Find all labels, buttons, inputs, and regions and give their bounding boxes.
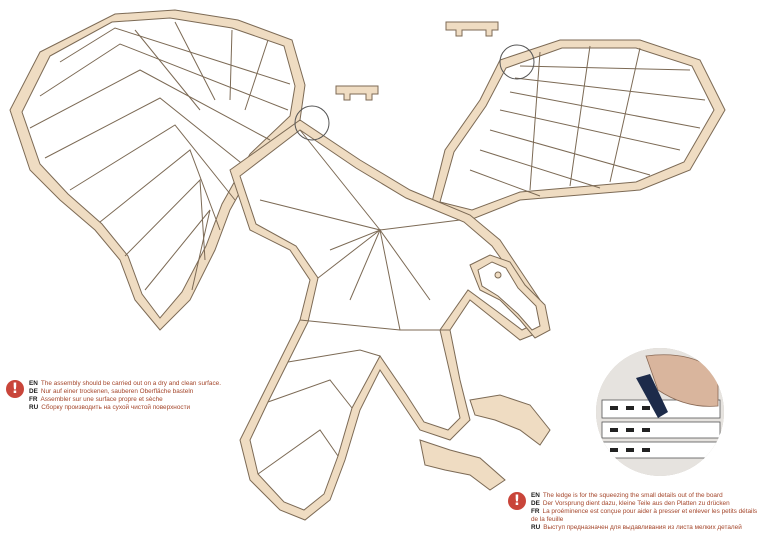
ledge-usage-photo	[596, 348, 724, 476]
exclamation-icon: !	[6, 380, 24, 398]
right-wing	[429, 39, 726, 221]
photo-illustration	[596, 348, 724, 476]
eagle-body	[229, 119, 546, 521]
eagle-talons	[419, 394, 551, 491]
eagle-head	[469, 254, 551, 339]
left-wing	[9, 9, 306, 331]
connector-pieces	[335, 21, 499, 101]
detail-magnifier	[294, 105, 330, 141]
detail-magnifier	[499, 44, 535, 80]
exclamation-icon: !	[508, 492, 526, 510]
